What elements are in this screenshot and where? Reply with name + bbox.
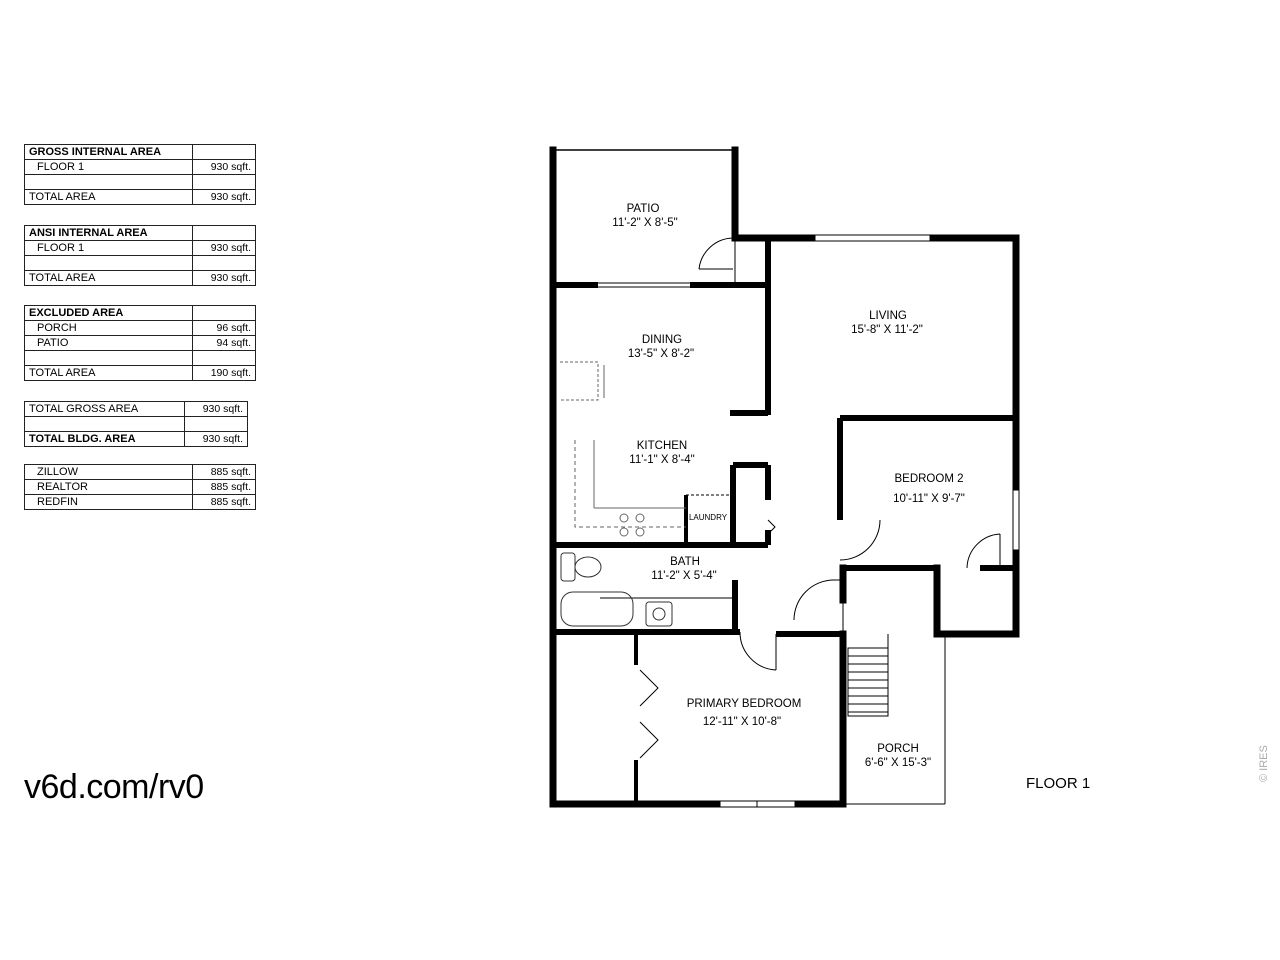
room-dims: 12'-11" X 10'-8" xyxy=(703,716,781,728)
kitchen-fixtures xyxy=(560,361,686,537)
bath-fixtures xyxy=(560,552,673,627)
window xyxy=(1012,489,1020,551)
doors xyxy=(639,237,1001,759)
room-dims: 6'-6" X 15'-3" xyxy=(865,757,931,769)
room-name: PRIMARY BEDROOM xyxy=(687,698,802,710)
stove-burner xyxy=(619,527,629,537)
table-cell-label: TOTAL AREA xyxy=(24,189,193,205)
room-name: LIVING xyxy=(869,310,907,322)
room-name: PORCH xyxy=(877,743,919,755)
table-cell-value: 930 sqft. xyxy=(192,270,256,286)
room-labels: PATIO 11'-2" X 8'-5" LIVING 15'-8" X 11'… xyxy=(612,203,965,769)
table-cell-label: REDFIN xyxy=(24,494,193,510)
counter xyxy=(574,440,686,528)
door-swing xyxy=(839,519,881,561)
table-cell-label: TOTAL AREA xyxy=(24,365,193,381)
bathtub xyxy=(560,591,634,627)
closet-door xyxy=(639,721,659,759)
floor-label: FLOOR 1 xyxy=(1026,775,1091,792)
table-cell-value: 885 sqft. xyxy=(192,464,256,480)
stove-burner xyxy=(635,527,645,537)
windows xyxy=(719,234,1020,808)
interior-walls xyxy=(553,238,1016,805)
table-cell-value: 190 sqft. xyxy=(192,365,256,381)
closet-door xyxy=(639,669,659,707)
door-swing xyxy=(793,579,835,621)
door-swing xyxy=(966,533,1001,569)
room-dims: 11'-2" X 8'-5" xyxy=(612,217,677,229)
stove-burner xyxy=(635,513,645,523)
room-name: LAUNDRY xyxy=(689,513,728,522)
room-dims: 11'-2" X 5'-4" xyxy=(651,570,716,582)
table-cell-label: TOTAL BLDG. AREA xyxy=(24,431,185,447)
stove-burner xyxy=(619,513,629,523)
window xyxy=(814,234,931,242)
stairs xyxy=(847,634,889,717)
room-name: BATH xyxy=(670,556,700,568)
toilet-tank xyxy=(560,552,576,582)
staircase xyxy=(847,634,889,717)
counter xyxy=(560,361,599,401)
room-name: DINING xyxy=(642,334,682,346)
sink-basin xyxy=(652,607,666,621)
table-cell-value: 94 sqft. xyxy=(192,335,256,351)
room-dims: 15'-8" X 11'-2" xyxy=(851,324,923,336)
room-dims: 11'-1" X 8'-4" xyxy=(629,454,694,466)
closet-door xyxy=(767,519,776,535)
table-cell-value: 885 sqft. xyxy=(192,494,256,510)
room-name: BEDROOM 2 xyxy=(894,473,963,485)
table-cell-value: 930 sqft. xyxy=(192,189,256,205)
room-name: KITCHEN xyxy=(637,440,687,452)
table-cell-value: 930 sqft. xyxy=(184,431,248,447)
room-dims: 10'-11" X 9'-7" xyxy=(893,493,965,505)
table-cell-label: TOTAL AREA xyxy=(24,270,193,286)
room-dims: 13'-5" X 8'-2" xyxy=(628,348,694,360)
url-text: v6d.com/rv0 xyxy=(24,768,204,806)
table-cell-value: 930 sqft. xyxy=(192,240,256,256)
toilet-bowl xyxy=(574,556,602,578)
sink xyxy=(645,601,673,627)
door-swing xyxy=(698,237,734,270)
door-swing xyxy=(739,631,777,671)
room-name: PATIO xyxy=(627,203,660,215)
